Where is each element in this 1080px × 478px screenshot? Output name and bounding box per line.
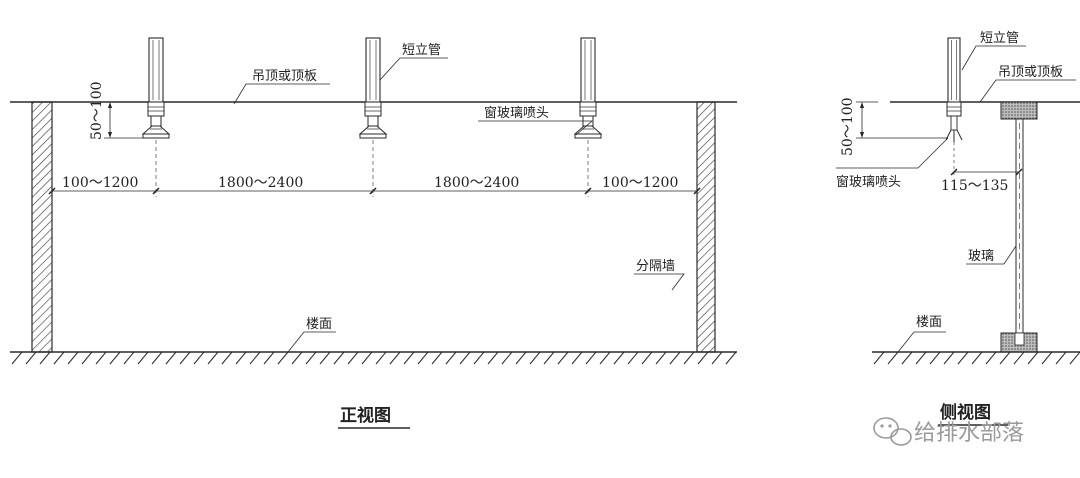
- front-dim-end-right: 100～1200: [602, 175, 678, 191]
- front-dim-mid-left: 1800～2400: [218, 175, 303, 191]
- side-floor-label: 楼面: [916, 315, 942, 330]
- front-left-wall: [31, 101, 53, 353]
- side-floor-hatch: [873, 351, 1080, 365]
- front-sprinkler-1: [141, 37, 171, 139]
- watermark-text: 给排水部落: [914, 421, 1024, 446]
- front-floor-label: 楼面: [306, 317, 332, 332]
- front-dim-mid-right: 1800～2400: [434, 175, 519, 191]
- front-view-title: 正视图: [340, 405, 391, 426]
- front-partition-wall: [696, 101, 716, 353]
- side-sprinkler: [945, 37, 963, 142]
- watermark: 给排水部落: [873, 417, 1024, 446]
- side-view: 50～100 115～135 短立管 吊顶或顶板 窗玻璃喷头 玻璃 楼面 侧视图: [836, 31, 1080, 426]
- front-floor-hatch: [11, 351, 737, 365]
- front-dim-end-left: 100～1200: [62, 175, 138, 191]
- front-short-riser-label: 短立管: [402, 43, 441, 58]
- side-window-sprinkler-label: 窗玻璃喷头: [836, 174, 901, 190]
- front-vertical-dimension: 50～100: [89, 81, 105, 140]
- side-ceiling-label: 吊顶或顶板: [998, 65, 1063, 80]
- front-ceiling-label: 吊顶或顶板: [252, 69, 317, 84]
- front-partition-wall-label: 分隔墙: [636, 259, 675, 274]
- front-view: 50～100 100～1200 1800～2400 1800～2400 100～…: [10, 37, 737, 429]
- front-sprinkler-2: [358, 37, 388, 139]
- side-view-title: 侧视图: [940, 402, 991, 423]
- side-top-glass-clamp: [1000, 101, 1038, 120]
- front-window-sprinkler-label: 窗玻璃喷头: [484, 105, 549, 121]
- side-glass-label: 玻璃: [968, 249, 994, 264]
- side-offset-dimension: 115～135: [941, 178, 1008, 194]
- front-sprinkler-3: [573, 37, 603, 139]
- side-short-riser-label: 短立管: [980, 31, 1019, 46]
- wechat-icon: [873, 417, 912, 446]
- side-vertical-dimension: 50～100: [840, 97, 856, 156]
